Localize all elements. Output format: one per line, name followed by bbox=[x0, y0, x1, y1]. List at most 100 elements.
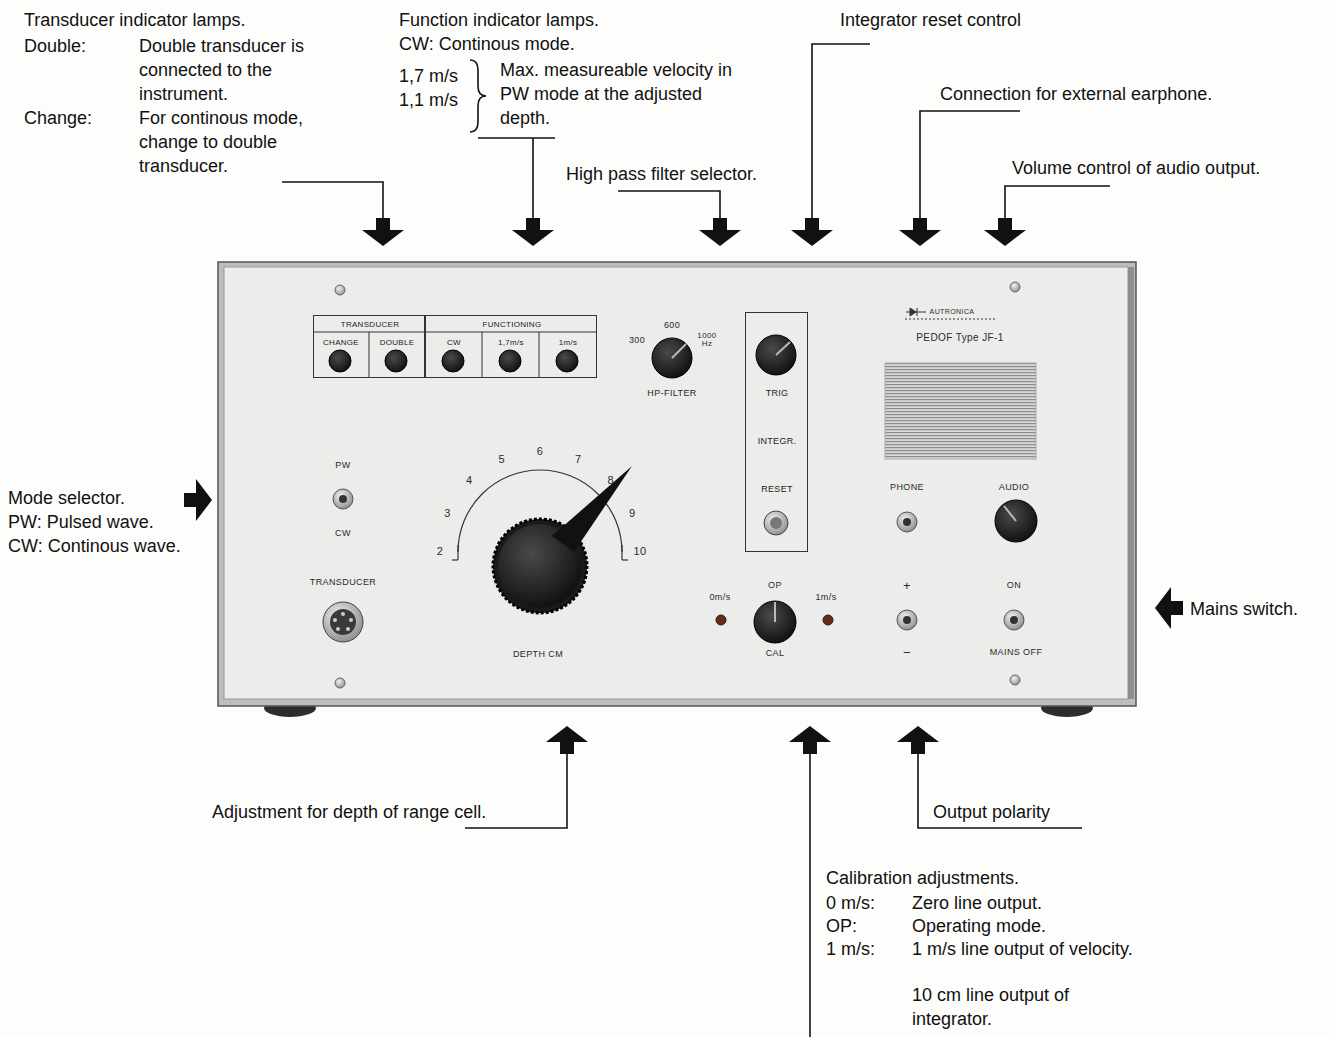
mains-toggle bbox=[1010, 616, 1018, 624]
mode-toggle bbox=[333, 489, 353, 509]
table-divider bbox=[313, 332, 597, 378]
transducer-connector bbox=[330, 609, 356, 635]
leader-line bbox=[282, 44, 1110, 1037]
control-label: DEPTH CM bbox=[513, 650, 563, 659]
polarity-sign: + bbox=[903, 579, 911, 593]
dial-number: 2 bbox=[437, 546, 444, 558]
dial-number: 8 bbox=[607, 476, 614, 488]
control-label: CAL bbox=[766, 649, 785, 658]
callout-term: Change: bbox=[24, 106, 92, 130]
dial-pointer bbox=[552, 466, 632, 552]
maker-logo: AUTRONICA bbox=[930, 308, 975, 315]
callout-text: 1 m/s line output of velocity. bbox=[912, 937, 1152, 961]
callout-text: Max. measureable velocity in PW mode at … bbox=[500, 58, 738, 130]
callout-text: PW: Pulsed wave. bbox=[8, 510, 154, 534]
velocity-value: 1,1 m/s bbox=[399, 88, 458, 112]
control-label: OP bbox=[768, 581, 782, 590]
housing-side bbox=[1128, 267, 1134, 699]
callout-heading: Output polarity bbox=[933, 800, 1050, 824]
callout-heading: Mains switch. bbox=[1190, 597, 1298, 621]
indicator-group: FUNCTIONINGCW1,7m/s1m/s bbox=[425, 315, 597, 378]
callout-heading: Function indicator lamps. bbox=[399, 8, 599, 32]
calibration-lamp bbox=[823, 615, 833, 625]
control-label: PW bbox=[335, 461, 350, 470]
dial-number: 4 bbox=[466, 476, 473, 488]
velocity-value: 1,7 m/s bbox=[399, 64, 458, 88]
polarity-toggle bbox=[903, 616, 911, 624]
callout-heading: Adjustment for depth of range cell. bbox=[212, 800, 486, 824]
callout-term: 1 m/s: bbox=[826, 937, 875, 961]
callout-text: Double transducer is connected to the in… bbox=[139, 34, 365, 106]
mode-toggle bbox=[339, 495, 347, 503]
calibration-knob bbox=[754, 601, 796, 643]
lamp-label: DOUBLE bbox=[380, 339, 415, 347]
transducer-connector bbox=[323, 602, 363, 642]
control-label: MAINS OFF bbox=[990, 648, 1043, 657]
filter-knob bbox=[652, 338, 692, 378]
connector-pin bbox=[333, 612, 353, 631]
control-label: TRANSDUCER bbox=[310, 578, 377, 587]
callout-heading: Mode selector. bbox=[8, 486, 125, 510]
logo-symbol bbox=[905, 308, 995, 319]
callout-arrow bbox=[184, 218, 1183, 754]
lamp-label: 1,7m/s bbox=[498, 339, 524, 347]
callout-text: Operating mode. bbox=[912, 914, 1046, 938]
dial-number: 10 bbox=[633, 546, 646, 558]
polarity-sign: − bbox=[903, 646, 911, 660]
scale-mark: 1000 Hz bbox=[694, 332, 720, 349]
callout-term: OP: bbox=[826, 914, 857, 938]
dial-number: 7 bbox=[575, 454, 582, 466]
control-label: AUDIO bbox=[999, 483, 1030, 492]
reset-button bbox=[770, 517, 782, 529]
callout-heading: Transducer indicator lamps. bbox=[24, 8, 245, 32]
knob-marker bbox=[1004, 506, 1016, 521]
knob-marker bbox=[672, 344, 686, 358]
group-header: FUNCTIONING bbox=[483, 321, 542, 329]
reset-button bbox=[764, 511, 788, 535]
calibration-lamp bbox=[716, 615, 726, 625]
callout-text: For continous mode, change to double tra… bbox=[139, 106, 365, 178]
callout-heading: Volume control of audio output. bbox=[1012, 156, 1260, 180]
scale-mark: 600 bbox=[664, 321, 680, 330]
phone-jack bbox=[897, 512, 917, 532]
control-label: CW bbox=[335, 529, 351, 538]
control-label: RESET bbox=[761, 485, 793, 494]
front-panel bbox=[224, 267, 1128, 699]
polarity-toggle bbox=[897, 610, 917, 630]
callout-heading: Connection for external earphone. bbox=[940, 82, 1212, 106]
phone-jack bbox=[903, 518, 911, 526]
control-label: PHONE bbox=[890, 483, 924, 492]
dial-number: 6 bbox=[537, 446, 544, 458]
model-name: PEDOF Type JF-1 bbox=[916, 333, 1004, 344]
callout-text: CW: Continous mode. bbox=[399, 32, 575, 56]
indicator-lamp bbox=[329, 350, 578, 372]
knob-marker bbox=[774, 602, 776, 622]
callout-text: CW: Continous wave. bbox=[8, 534, 181, 558]
integrator-group: TRIG INTEGR. RESET bbox=[745, 312, 808, 552]
dial-number: 5 bbox=[498, 454, 505, 466]
screw bbox=[335, 282, 1020, 688]
callout-heading: High pass filter selector. bbox=[566, 162, 757, 186]
dial-number: 9 bbox=[629, 508, 636, 520]
group-header: TRANSDUCER bbox=[341, 321, 400, 329]
callout-term: 0 m/s: bbox=[826, 891, 875, 915]
control-label: INTEGR. bbox=[758, 437, 797, 446]
control-label: TRIG bbox=[766, 389, 789, 398]
lamp-label: CW bbox=[447, 339, 461, 347]
trigger-knob bbox=[756, 335, 796, 375]
speaker-grille bbox=[885, 363, 1036, 459]
housing bbox=[218, 262, 1136, 706]
control-label: HP-FILTER bbox=[647, 389, 696, 398]
mains-toggle bbox=[1004, 610, 1024, 630]
callout-heading: Integrator reset control bbox=[840, 8, 1021, 32]
callout-text: Zero line output. bbox=[912, 891, 1042, 915]
callout-term: Double: bbox=[24, 34, 86, 58]
dial-number: 3 bbox=[444, 508, 451, 520]
knob-marker bbox=[776, 342, 790, 355]
callout-text: 10 cm line output of integrator. bbox=[912, 983, 1152, 1031]
scale-mark: 300 bbox=[629, 336, 645, 345]
lamp-label: CHANGE bbox=[323, 339, 359, 347]
callout-heading: Calibration adjustments. bbox=[826, 866, 1019, 890]
